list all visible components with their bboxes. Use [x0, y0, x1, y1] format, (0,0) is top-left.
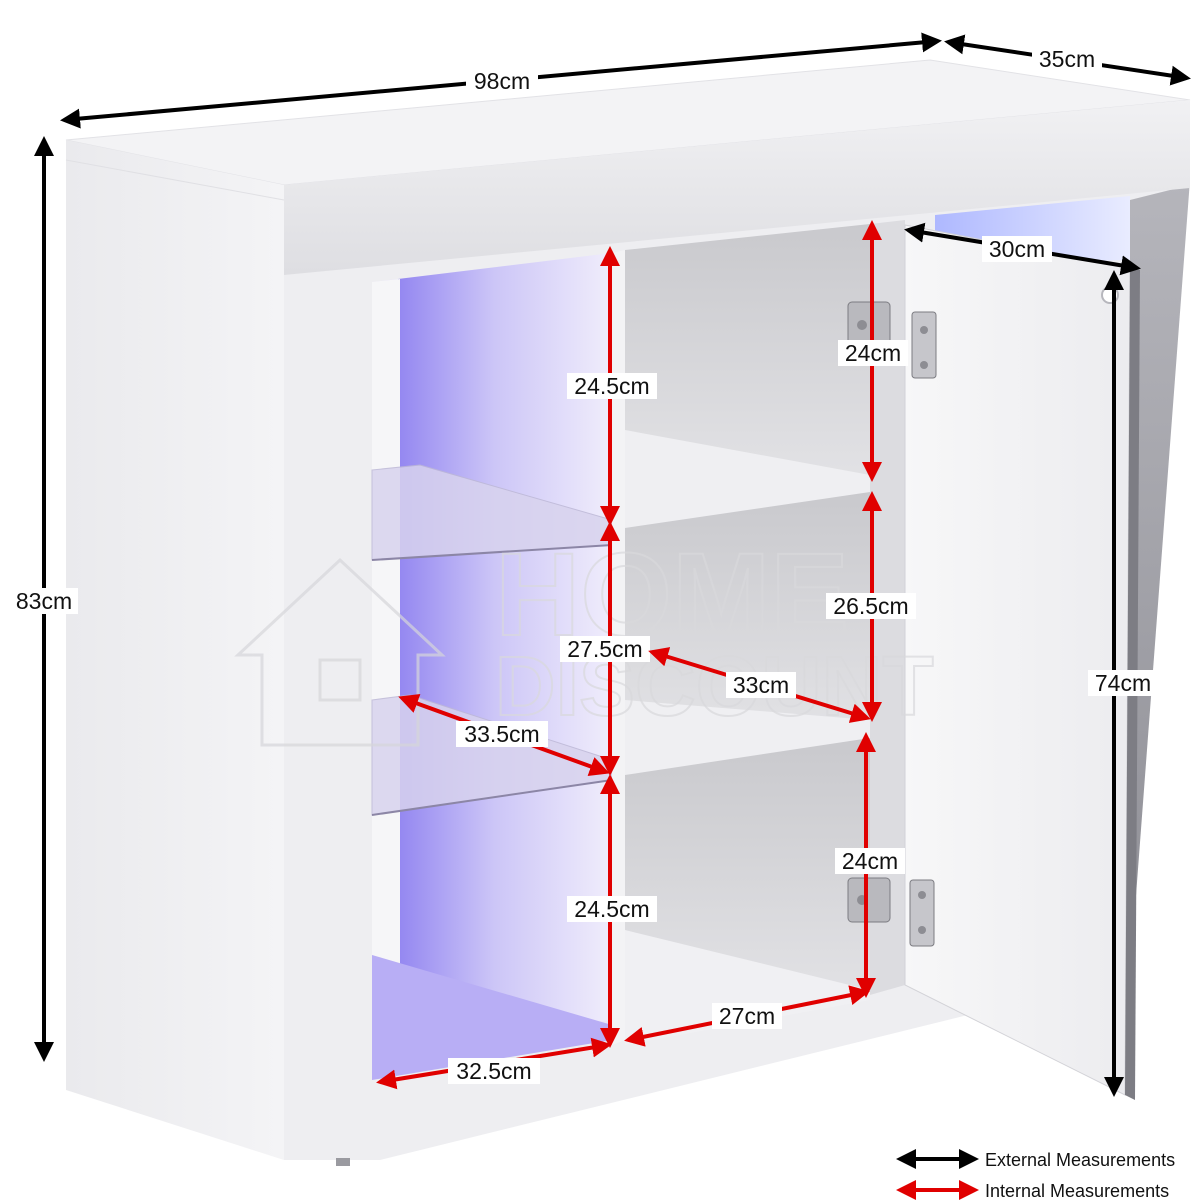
left-top-height-label: 24.5cm	[574, 373, 649, 399]
external-width-label: 98cm	[474, 68, 530, 94]
cabinet-foot	[336, 1158, 350, 1166]
legend-internal: Internal Measurements	[896, 1180, 1169, 1200]
external-height-label: 83cm	[16, 588, 72, 614]
right-middle-height-label: 26.5cm	[833, 593, 908, 619]
legend: External Measurements Internal Measureme…	[896, 1149, 1175, 1200]
legend-external: External Measurements	[896, 1149, 1175, 1170]
legend-internal-label: Internal Measurements	[985, 1181, 1169, 1200]
legend-external-label: External Measurements	[985, 1150, 1175, 1170]
right-bottom-width-label: 27cm	[719, 1003, 775, 1029]
watermark-line1: HOME	[495, 529, 849, 661]
door-width-label: 30cm	[989, 236, 1045, 262]
right-top-height-label: 24cm	[845, 340, 901, 366]
right-bottom-height-label: 24cm	[842, 848, 898, 874]
left-shelf-depth-label: 33.5cm	[464, 721, 539, 747]
left-middle-height-label: 27.5cm	[567, 636, 642, 662]
right-middle-width-label: 33cm	[733, 672, 789, 698]
external-dimensions: 98cm 35cm 83cm 30cm 74cm	[10, 32, 1191, 1097]
led-glow-panel	[398, 253, 612, 1040]
door-height-label: 74cm	[1095, 670, 1151, 696]
cabinet-left-side	[66, 140, 284, 1160]
left-bottom-width-label: 32.5cm	[456, 1058, 531, 1084]
cabinet-right-side	[1130, 100, 1190, 975]
open-door	[904, 224, 1131, 1096]
cabinet-top-band	[284, 100, 1190, 275]
internal-dimensions: 24.5cm 27.5cm 24.5cm 33.5cm 32.5cm 24cm …	[376, 220, 916, 1090]
left-bottom-height-label: 24.5cm	[574, 896, 649, 922]
external-depth-label: 35cm	[1039, 46, 1095, 72]
